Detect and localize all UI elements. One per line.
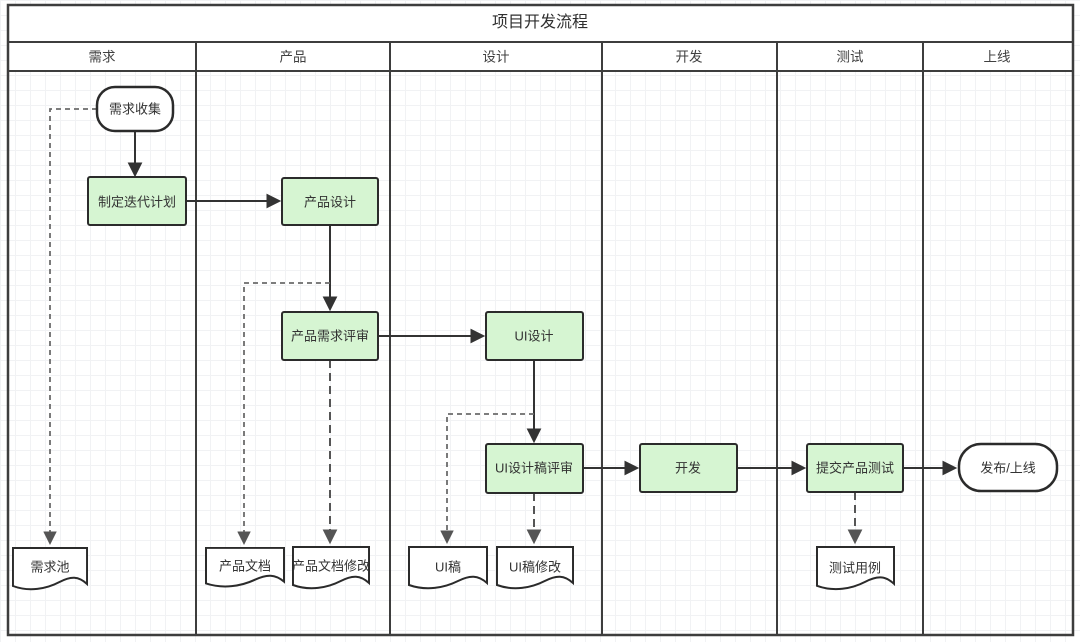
edge-requirement-collection-to-requirement-pool [43,108,97,546]
node-ui-draft[interactable] [409,547,487,588]
node-ui-design-review[interactable] [485,443,584,494]
edge-requirement-review-to-product-doc [237,282,330,546]
diagram-outer-border [6,3,1075,637]
lane-header-band [8,42,1073,71]
node-development[interactable] [639,443,738,493]
node-submit-product-test[interactable] [806,443,904,493]
node-test-cases[interactable] [817,547,894,589]
node-release[interactable] [957,442,1059,493]
node-iteration-plan[interactable] [87,176,187,226]
edge-ui-design-review-to-ui-draft [440,413,534,545]
node-product-doc[interactable] [206,548,284,587]
node-requirement-pool[interactable] [13,548,87,589]
node-ui-draft-revision[interactable] [497,547,573,588]
node-requirement-collection[interactable] [95,85,175,133]
node-product-design[interactable] [281,177,379,226]
title-band [8,5,1073,42]
node-ui-design[interactable] [485,311,584,361]
node-product-doc-revision[interactable] [293,547,369,588]
node-product-requirement-review[interactable] [281,311,379,361]
